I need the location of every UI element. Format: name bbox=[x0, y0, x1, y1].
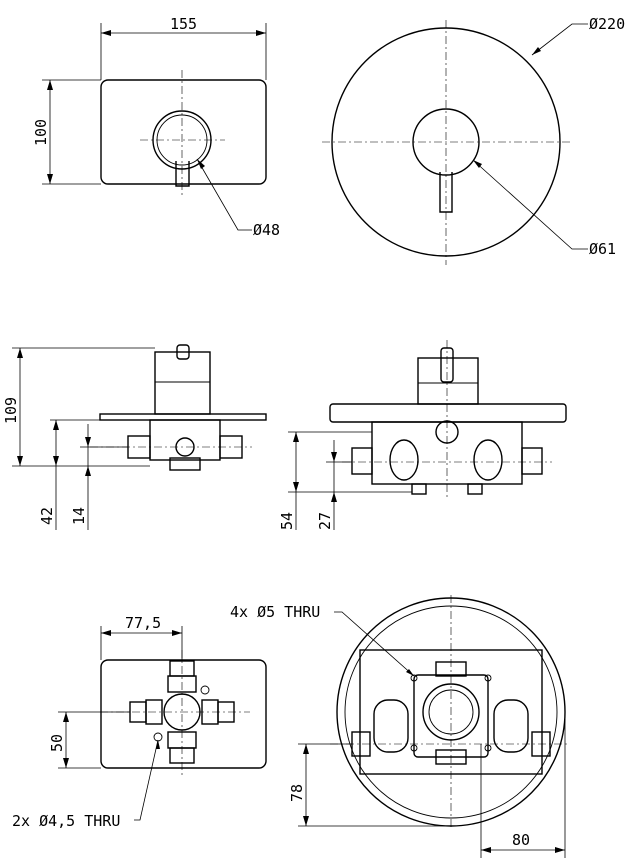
dim-round-plate-diameter: Ø220 bbox=[589, 15, 625, 33]
dim-back-round-width: 80 bbox=[512, 831, 530, 849]
dim-side-outlet-depth: 14 bbox=[70, 507, 88, 525]
dim-front-plate-width: 155 bbox=[170, 15, 197, 33]
dim-front-plate-height: 100 bbox=[32, 119, 50, 146]
dim-side-round-body-depth: 54 bbox=[278, 512, 296, 530]
dim-lever-diameter: Ø48 bbox=[253, 221, 280, 239]
front-view-round-plate: Ø220 Ø61 bbox=[322, 15, 625, 265]
dim-back-round-height: 78 bbox=[288, 784, 306, 802]
dim-side-body-depth: 42 bbox=[38, 507, 56, 525]
dim-back-half-width: 77,5 bbox=[125, 614, 161, 632]
dim-back-height: 50 bbox=[48, 734, 66, 752]
front-view-rect-plate: 155 100 Ø48 bbox=[32, 15, 280, 239]
back-view-round: 4x Ø5 THRU 78 80 bbox=[230, 595, 570, 858]
side-view-round: 54 27 bbox=[278, 340, 567, 530]
note-holes-round: 4x Ø5 THRU bbox=[230, 603, 320, 621]
note-holes-rect: 2x Ø4,5 THRU bbox=[12, 812, 120, 830]
back-view-rect: 77,5 50 2x Ø4,5 THRU bbox=[12, 614, 267, 830]
dim-round-lever-diameter: Ø61 bbox=[589, 240, 616, 258]
side-view-rect: 109 42 14 bbox=[2, 344, 267, 530]
dim-side-total-depth: 109 bbox=[2, 397, 20, 424]
dim-side-round-outlet-depth: 27 bbox=[316, 512, 334, 530]
